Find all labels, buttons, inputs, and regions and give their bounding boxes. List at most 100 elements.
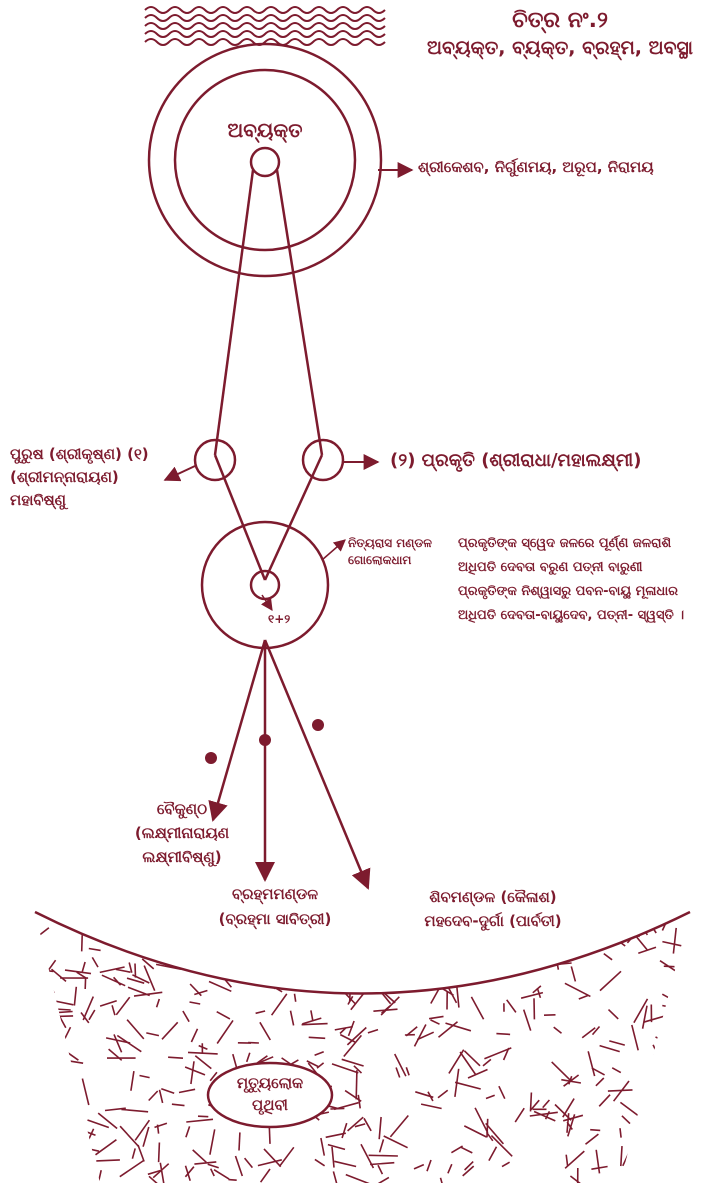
earth-hatch-stroke xyxy=(301,1022,328,1026)
earth-hatch-stroke xyxy=(382,926,389,938)
earth-hatch-stroke xyxy=(487,947,509,965)
earth-hatch-stroke xyxy=(482,1058,492,1067)
earth-hatch-stroke xyxy=(332,1171,342,1183)
earth-hatch-stroke xyxy=(278,1146,295,1167)
earth-hatch-stroke xyxy=(544,1110,551,1120)
earth-hatch-stroke xyxy=(389,1114,409,1138)
earth-hatch-stroke xyxy=(383,1135,408,1149)
earth-hatch-stroke xyxy=(334,1025,353,1031)
earth-hatch-stroke xyxy=(86,1128,95,1144)
earth-hatch-stroke xyxy=(128,962,133,973)
purusha-label-line3: ମହାବିଷ୍ଣୁ xyxy=(10,491,67,509)
earth-hatch-stroke xyxy=(564,982,591,998)
earth-hatch-stroke xyxy=(96,1159,120,1162)
earth-hatch-stroke xyxy=(462,1165,475,1177)
earth-hatch-stroke xyxy=(373,1008,398,1012)
earth-hatch-stroke xyxy=(331,1063,359,1074)
vaikuntha-line2: (ଲକ୍ଷ୍ମୀନାରାୟଣ xyxy=(134,824,230,842)
earth-hatch-stroke xyxy=(147,928,158,932)
earth-hatch-stroke xyxy=(184,1166,195,1178)
earth-hatch-stroke xyxy=(88,1009,96,1021)
earth-hatch-stroke xyxy=(554,1103,572,1121)
earth-hatch-stroke xyxy=(672,927,677,954)
earth-hatch-stroke xyxy=(345,1173,373,1183)
earth-hatch-stroke xyxy=(39,1001,51,1024)
earth-hatch-stroke xyxy=(661,993,672,1000)
earth-hatch-stroke xyxy=(187,1051,218,1055)
earth-hatch-stroke xyxy=(530,1099,540,1111)
earth-hatch-stroke xyxy=(609,1040,626,1046)
avyakta-description: ଶ୍ରୀକେଶବ, ନିର୍ଗୁଣମୟ, ଅରୂପ, ନିରାମୟ xyxy=(418,158,654,176)
earth-hatch-stroke xyxy=(228,1178,237,1181)
prakriti-circle xyxy=(301,438,345,482)
earth-hatch-stroke xyxy=(390,942,403,963)
earth-hatch-stroke xyxy=(54,1015,74,1018)
earth-hatch-stroke xyxy=(141,958,155,970)
earth-hatch-stroke xyxy=(146,1032,160,1037)
earth-hatch-stroke xyxy=(439,941,456,949)
earth-hatch-stroke xyxy=(76,971,87,979)
earth-hatch-stroke xyxy=(460,1146,473,1154)
earth-hatch-stroke xyxy=(666,1030,676,1060)
earth-hatch-stroke xyxy=(455,978,460,1008)
earth-hatch-stroke xyxy=(263,1148,282,1168)
earth-hatch-stroke xyxy=(88,947,101,952)
earth-hatch-stroke xyxy=(445,1022,472,1032)
earth-hatch-stroke xyxy=(335,946,351,960)
earth-hatch-stroke xyxy=(659,960,678,973)
earth-hatch-stroke xyxy=(315,939,323,969)
earth-hatch-stroke xyxy=(331,1146,335,1168)
earth-hatch-stroke xyxy=(161,1087,175,1095)
avyakta-core-circle xyxy=(249,146,281,178)
earth-hatch-stroke xyxy=(463,1125,488,1138)
earth-hatch-stroke xyxy=(161,1021,179,1040)
earth-hatch-stroke xyxy=(139,1074,150,1079)
earth-hatch-stroke xyxy=(655,1036,683,1052)
earth-hatch-stroke xyxy=(314,1050,324,1057)
earth-hatch-stroke xyxy=(335,960,348,977)
earth-hatch-stroke xyxy=(350,987,369,1011)
figure-subtitle: ଅବ୍ୟକ୍ତ, ବ୍ୟକ୍ତ, ବ୍ରହ୍ମ, ଅବସ୍ଥା xyxy=(427,37,693,59)
earth-hatch-stroke xyxy=(652,1101,656,1115)
earth-hatch-stroke xyxy=(189,1001,201,1005)
earth-hatch-stroke xyxy=(363,1117,372,1132)
earth-hatch-stroke xyxy=(143,965,156,992)
earth-hatch-stroke xyxy=(168,1056,184,1059)
branch-arrows xyxy=(208,639,371,890)
earth-hatch-stroke xyxy=(346,1026,367,1046)
earth-hatch xyxy=(35,920,689,1183)
earth-hatch-stroke xyxy=(437,1021,459,1038)
earth-hatch-stroke xyxy=(506,999,517,1013)
earth-hatch-stroke xyxy=(119,1159,144,1178)
earth-hatch-stroke xyxy=(208,980,232,993)
earth-hatch-stroke xyxy=(314,967,332,990)
earth-hatch-stroke xyxy=(529,1092,533,1112)
earth-hatch-stroke xyxy=(124,932,153,937)
earth-hatch-stroke xyxy=(234,1155,244,1177)
earth-hatch-stroke xyxy=(599,1044,620,1053)
earth-hatch-stroke xyxy=(551,1061,572,1082)
earth-hatch-stroke xyxy=(197,1115,209,1118)
earth-hatch-stroke xyxy=(35,927,50,940)
earth-hatch-stroke xyxy=(115,996,131,1016)
earth-hatch-stroke xyxy=(659,1151,672,1160)
earth-hatch-stroke xyxy=(327,1143,346,1151)
earth-hatch-stroke xyxy=(50,968,67,983)
earth-hatch-stroke xyxy=(52,999,74,1006)
earth-hatch-stroke xyxy=(607,1089,633,1092)
earth-hatch-stroke xyxy=(213,1169,230,1180)
brahma-line1: ବ୍ରହ୍ମମଣ୍ଡଳ xyxy=(231,885,319,903)
earth-hatch-stroke xyxy=(132,974,150,984)
earth-hatch-stroke xyxy=(259,1168,271,1183)
earth-hatch-stroke xyxy=(620,1146,623,1167)
earth-hatch-stroke xyxy=(97,1112,118,1130)
earth-hatch-stroke xyxy=(369,1176,390,1183)
earth-hatch-stroke xyxy=(148,1090,159,1102)
earth-hatch-stroke xyxy=(259,1021,271,1041)
earth-hatch-stroke xyxy=(631,1024,639,1051)
vaikuntha-line1: ବୈକୁଣ୍ଠ xyxy=(156,800,208,818)
figure-number: ଚିତ୍ର ନଂ.୨ xyxy=(512,8,608,33)
earth-hatch-stroke xyxy=(430,981,444,1004)
purusha-circle xyxy=(193,438,237,482)
earth-hatch-stroke xyxy=(599,970,622,992)
